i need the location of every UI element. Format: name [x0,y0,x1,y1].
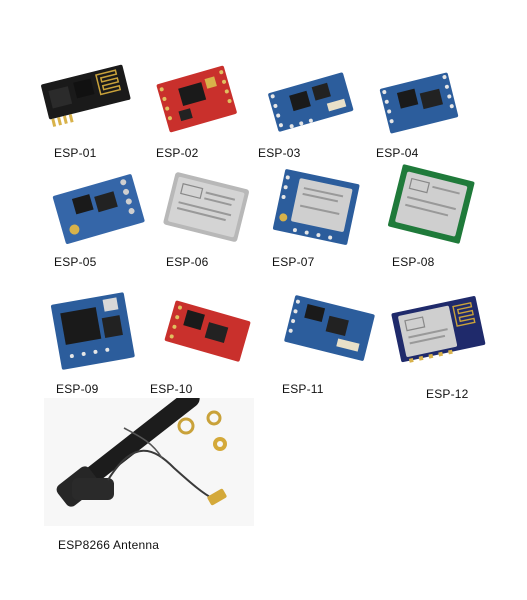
antenna-photo [44,389,254,526]
esp-11-module [280,292,378,368]
esp-05-module [50,172,148,248]
esp-10-label: ESP-10 [150,382,193,396]
esp-08-module [386,164,476,246]
esp-05-label: ESP-05 [54,255,97,269]
esp-10-module [160,298,254,368]
esp-02-module [154,62,240,138]
esp-12-label: ESP-12 [426,387,469,401]
antenna-label: ESP8266 Antenna [58,538,160,552]
esp-11-label: ESP-11 [282,382,324,396]
esp-01-module [40,64,132,127]
esp-04-module [378,70,460,136]
esp-03-module [266,70,356,136]
esp-08-label: ESP-08 [392,255,435,269]
esp-09-module [48,290,138,374]
esp-09-label: ESP-09 [56,382,99,396]
esp-07-label: ESP-07 [272,255,315,269]
esp-07-module [270,168,362,248]
esp-02-label: ESP-02 [156,146,199,160]
esp-01-label: ESP-01 [54,146,97,160]
esp-06-label: ESP-06 [166,255,209,269]
esp-03-label: ESP-03 [258,146,301,160]
esp-04-label: ESP-04 [376,146,419,160]
esp-12-module [388,292,490,372]
esp-06-module [160,168,252,248]
